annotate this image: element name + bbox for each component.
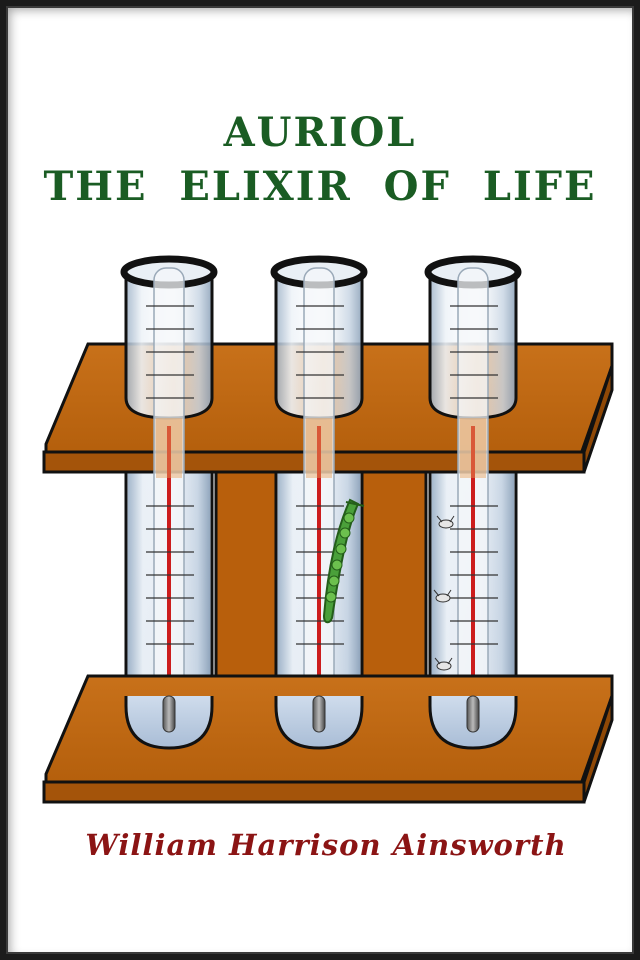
title-line-2: THE ELIXIR OF LIFE xyxy=(43,163,597,210)
title-line-1: AURIOL xyxy=(223,109,417,156)
shelf-reflection xyxy=(156,418,486,478)
book-title: AURIOL THE ELIXIR OF LIFE xyxy=(6,106,634,214)
sketched-flies xyxy=(433,515,455,671)
pea-pod xyxy=(322,498,365,624)
rack-back-plank xyxy=(214,444,428,698)
author-name: William Harrison Ainsworth xyxy=(85,828,567,862)
tube-bottoms xyxy=(124,695,518,750)
test-tube-rack-illustration xyxy=(42,255,614,804)
